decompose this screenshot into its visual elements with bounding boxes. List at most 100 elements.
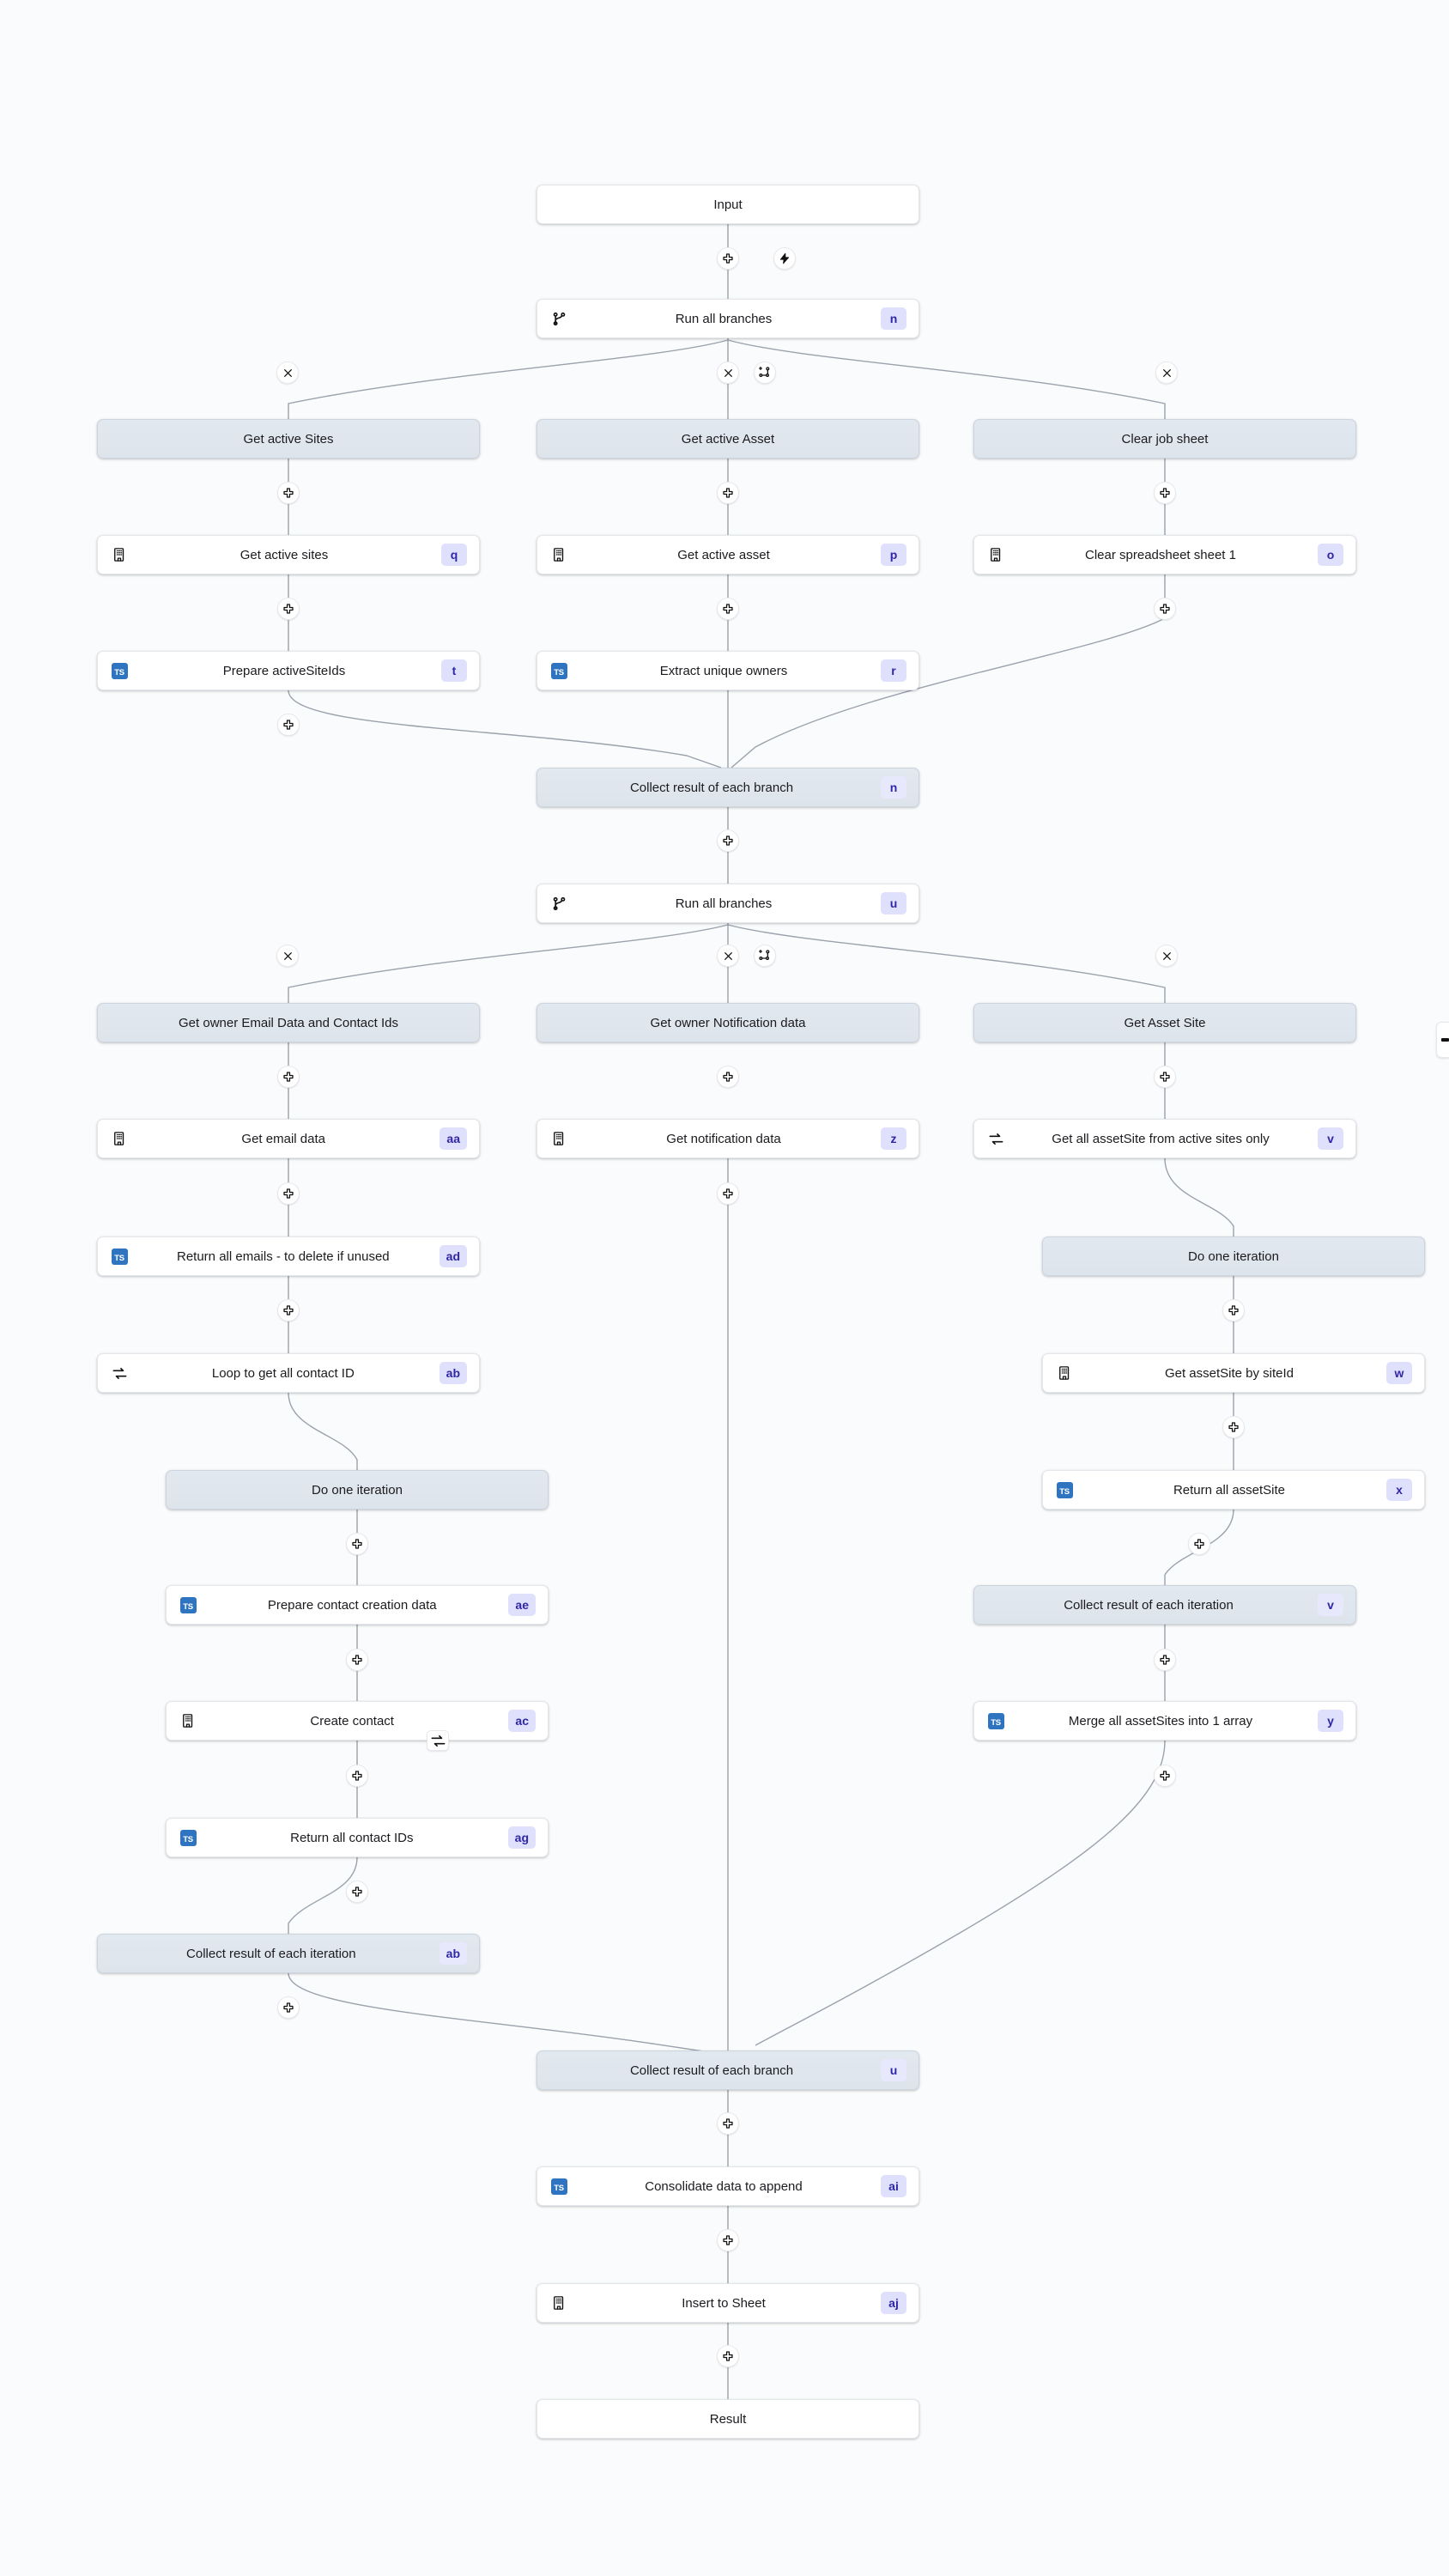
node-shortcut-badge[interactable]: ai — [881, 2175, 906, 2197]
node-shortcut-badge[interactable]: u — [881, 2059, 906, 2081]
plus-icon[interactable] — [717, 829, 739, 852]
plus-icon[interactable] — [717, 598, 739, 620]
plus-icon[interactable] — [1154, 1066, 1176, 1088]
plus-icon[interactable] — [1154, 598, 1176, 620]
node-shortcut-badge[interactable]: ab — [439, 1942, 467, 1965]
plus-icon[interactable] — [346, 1649, 368, 1671]
workflow-node-grp-assetst[interactable]: Get Asset Site — [973, 1003, 1356, 1042]
close-icon[interactable] — [1155, 361, 1178, 384]
node-shortcut-badge[interactable]: aj — [881, 2292, 906, 2314]
workflow-node-grp-sites[interactable]: Get active Sites — [97, 419, 480, 459]
close-icon[interactable] — [276, 945, 299, 967]
plus-icon[interactable] — [277, 1996, 300, 2019]
add-branch-icon[interactable] — [754, 945, 776, 967]
plus-icon[interactable] — [717, 2345, 739, 2367]
plus-icon[interactable] — [1222, 1299, 1245, 1321]
lightning-icon[interactable] — [773, 247, 796, 270]
node-shortcut-badge[interactable]: p — [881, 544, 906, 566]
node-shortcut-badge[interactable]: x — [1386, 1479, 1412, 1501]
close-icon[interactable] — [276, 361, 299, 384]
plus-icon[interactable] — [346, 1533, 368, 1555]
add-branch-icon[interactable] — [754, 361, 776, 384]
plus-icon[interactable] — [277, 1066, 300, 1088]
plus-icon[interactable] — [1154, 1765, 1176, 1787]
plus-icon[interactable] — [1154, 1649, 1176, 1671]
node-shortcut-badge[interactable]: q — [441, 544, 467, 566]
workflow-node-do-iter-l[interactable]: Do one iteration — [166, 1470, 549, 1510]
workflow-node-run1[interactable]: Run all branches n — [537, 299, 919, 338]
node-shortcut-badge[interactable]: w — [1386, 1362, 1412, 1384]
node-shortcut-badge[interactable]: r — [881, 659, 906, 682]
plus-icon[interactable] — [346, 1765, 368, 1787]
offscreen-node-sliver[interactable] — [1436, 1022, 1449, 1058]
close-icon[interactable] — [1155, 945, 1178, 967]
node-shortcut-badge[interactable]: o — [1318, 544, 1343, 566]
workflow-node-grp-clear[interactable]: Clear job sheet — [973, 419, 1356, 459]
node-shortcut-badge[interactable]: ac — [508, 1710, 536, 1732]
node-shortcut-badge[interactable]: z — [881, 1127, 906, 1150]
node-shortcut-badge[interactable]: ag — [507, 1826, 536, 1849]
workflow-node-do-iter-r[interactable]: Do one iteration — [1042, 1236, 1425, 1276]
plus-icon[interactable] — [717, 1182, 739, 1205]
workflow-node-grp-asset[interactable]: Get active Asset — [537, 419, 919, 459]
close-icon[interactable] — [717, 361, 739, 384]
node-shortcut-badge[interactable]: v — [1318, 1127, 1343, 1150]
close-icon[interactable] — [717, 945, 739, 967]
node-shortcut-badge[interactable]: t — [441, 659, 467, 682]
node-shortcut-badge[interactable]: u — [881, 892, 906, 914]
plus-icon[interactable] — [717, 1066, 739, 1088]
node-shortcut-badge[interactable]: n — [881, 307, 906, 330]
plus-icon[interactable] — [346, 1880, 368, 1903]
plus-icon[interactable] — [1222, 1416, 1245, 1438]
plus-icon[interactable] — [1188, 1533, 1210, 1555]
plus-icon[interactable] — [717, 2112, 739, 2135]
plus-icon[interactable] — [277, 1299, 300, 1321]
plus-icon[interactable] — [277, 598, 300, 620]
plus-icon[interactable] — [717, 2229, 739, 2251]
plus-icon[interactable] — [717, 247, 739, 270]
plus-icon[interactable] — [277, 1182, 300, 1205]
node-shortcut-badge[interactable]: aa — [440, 1127, 467, 1150]
node-shortcut-badge[interactable]: ae — [508, 1594, 536, 1616]
plus-icon[interactable] — [1154, 482, 1176, 504]
workflow-node-get-allas[interactable]: Get all assetSite from active sites only… — [973, 1119, 1356, 1158]
node-shortcut-badge[interactable]: n — [881, 776, 906, 799]
node-label: Run all branches — [675, 311, 773, 326]
plus-icon[interactable] — [717, 482, 739, 504]
plus-icon[interactable] — [277, 482, 300, 504]
plus-icon[interactable] — [277, 714, 300, 736]
workflow-node-grp-email[interactable]: Get owner Email Data and Contact Ids — [97, 1003, 480, 1042]
retry-loop-icon[interactable] — [427, 1730, 449, 1751]
workflow-node-result[interactable]: Result — [537, 2399, 919, 2439]
node-shortcut-badge[interactable]: v — [1318, 1594, 1343, 1616]
ts-icon: TS — [986, 1711, 1005, 1730]
node-shortcut-badge[interactable]: y — [1318, 1710, 1343, 1732]
workflow-node-input[interactable]: Input — [537, 185, 919, 224]
node-shortcut-badge[interactable]: ab — [439, 1362, 467, 1384]
workflow-node-grp-notif[interactable]: Get owner Notification data — [537, 1003, 919, 1042]
node-shortcut-badge[interactable]: ad — [439, 1245, 467, 1267]
